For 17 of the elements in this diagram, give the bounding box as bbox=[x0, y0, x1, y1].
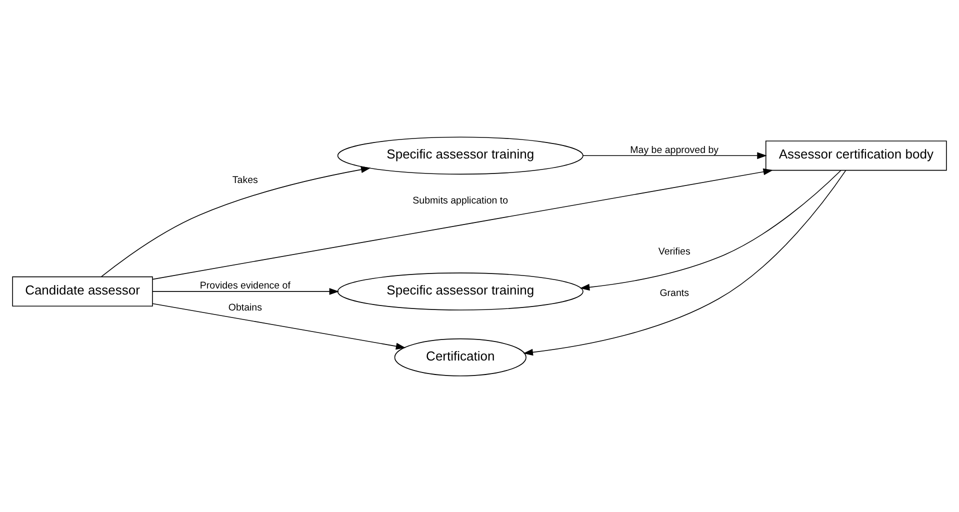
arrow bbox=[152, 302, 406, 350]
arrow bbox=[152, 288, 340, 294]
node-box: Candidate assessor bbox=[12, 276, 153, 306]
node-box: Assessor certification body bbox=[765, 140, 947, 170]
edge-label: Grants bbox=[660, 288, 690, 299]
arrow bbox=[582, 152, 767, 159]
edge-label: May be approved by bbox=[630, 144, 719, 156]
arrow bbox=[101, 166, 371, 276]
edge-label: Provides evidence of bbox=[200, 280, 290, 292]
arrow bbox=[580, 169, 842, 290]
edge-label: Takes bbox=[232, 174, 258, 186]
arrow bbox=[523, 169, 846, 356]
edge-label: Obtains bbox=[228, 302, 262, 314]
edge-label: Verifies bbox=[658, 246, 690, 258]
edge-label: Submits application to bbox=[412, 194, 508, 206]
node-ellipse: Specific assessor training bbox=[337, 272, 584, 310]
arrow bbox=[152, 168, 774, 280]
